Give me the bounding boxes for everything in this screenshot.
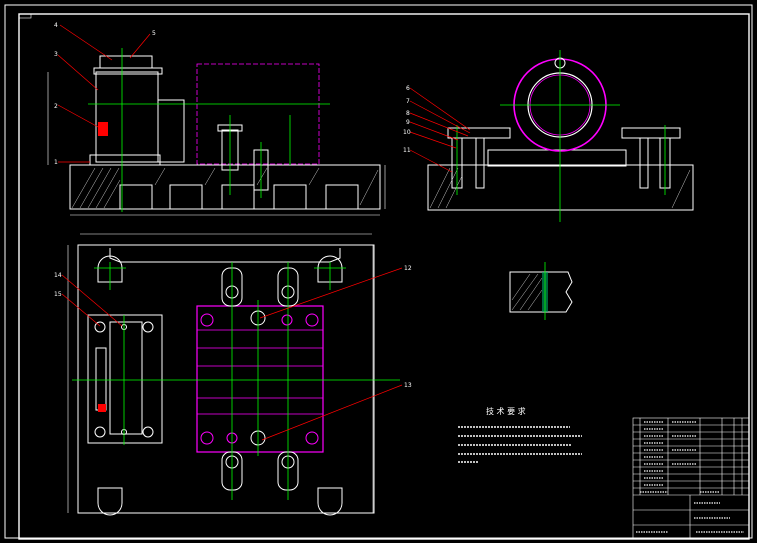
top-view-side-fixture xyxy=(87,314,163,444)
title-block xyxy=(632,417,750,539)
front-view-clamp xyxy=(93,67,163,75)
front-view-hatching xyxy=(71,167,379,209)
side-view-hatching xyxy=(429,167,691,209)
callout-15: 15 xyxy=(54,291,62,298)
inner-frame xyxy=(18,13,750,540)
callout-6: 6 xyxy=(406,85,410,92)
workpiece-ribs xyxy=(197,329,323,415)
callout-10: 10 xyxy=(403,129,411,136)
front-view-rest xyxy=(89,154,161,166)
side-view-centerlines xyxy=(456,50,666,222)
front-view xyxy=(69,55,381,210)
callout-7: 7 xyxy=(406,98,410,105)
top-view-side-fixture-inner xyxy=(109,321,143,435)
front-view-base xyxy=(69,164,381,210)
workpiece-bolt-holes xyxy=(200,313,319,445)
front-view-red-block xyxy=(98,122,108,136)
side-view-mid-left-post xyxy=(475,137,485,189)
callout-3: 3 xyxy=(54,51,58,58)
side-view-pedestal xyxy=(487,149,627,167)
corner-tag xyxy=(18,13,32,19)
front-view-centerlines xyxy=(88,48,330,212)
side-view xyxy=(427,57,694,211)
workpiece-phantom xyxy=(196,63,320,165)
front-view-dimensions xyxy=(47,72,386,216)
front-view-body xyxy=(157,99,185,163)
top-view-right-notch-bottom xyxy=(317,487,343,516)
technical-requirements-lines xyxy=(458,426,582,463)
callout-1: 1 xyxy=(54,159,58,166)
technical-requirements-title: 技 术 要 求 xyxy=(486,406,526,416)
callout-8: 8 xyxy=(406,110,410,117)
top-view-side-slot xyxy=(95,347,107,411)
slotted-clamp-plates xyxy=(221,267,299,491)
top-view-red-block xyxy=(98,404,106,412)
workpiece-outline xyxy=(196,305,324,453)
callout-4: 4 xyxy=(54,22,58,29)
section-detail xyxy=(509,271,573,313)
top-view-slot-top xyxy=(109,248,341,263)
callout-5: 5 xyxy=(152,30,156,37)
side-view-base xyxy=(427,164,694,211)
top-view-dimensions xyxy=(67,233,374,513)
title-block-text-marks xyxy=(636,421,744,533)
callout-9: 9 xyxy=(406,119,410,126)
front-view-slots xyxy=(119,184,359,210)
top-view-base-plate xyxy=(77,244,375,514)
callout-12: 12 xyxy=(404,265,412,272)
side-view-right-clamp xyxy=(621,127,681,139)
top-view-centerlines xyxy=(72,262,400,500)
front-view-top-bar xyxy=(99,55,153,69)
top-view-left-notch-bottom xyxy=(97,487,123,516)
callout-2: 2 xyxy=(54,103,58,110)
outer-frame xyxy=(4,4,753,539)
leader-lines xyxy=(57,24,471,441)
side-view-mid-right-post xyxy=(639,137,649,189)
callout-11: 11 xyxy=(403,147,411,154)
callout-labels: 1 2 3 4 5 6 7 8 9 10 11 12 13 14 15 xyxy=(54,22,412,389)
callout-13: 13 xyxy=(404,382,412,389)
front-view-column xyxy=(95,71,159,163)
callout-14: 14 xyxy=(54,272,62,279)
